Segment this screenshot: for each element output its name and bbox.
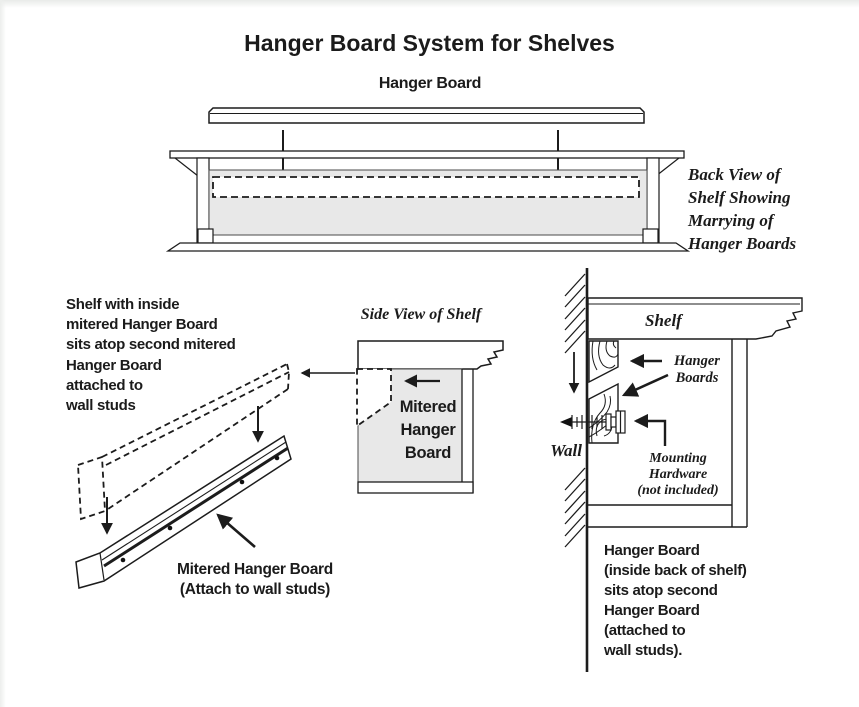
cleat-label-arrow: [216, 513, 256, 548]
hanger-boards-label: Hanger Boards: [674, 353, 720, 386]
hanger-board-label: Hanger Board: [378, 75, 482, 92]
bottom-right-note: Hanger Board (inside back of shelf) sits…: [604, 542, 747, 660]
cleat-caption: Mitered Hanger Board (Attach to wall stu…: [177, 561, 333, 598]
page-title: Hanger Board System for Shelves: [244, 30, 615, 56]
marrying-region-dashed: [212, 176, 640, 198]
page-edge-shadow-left: [0, 0, 6, 707]
side-view-drawing: [300, 340, 504, 494]
cleat-dashed-board: [77, 363, 290, 521]
back-view-caption: Back View of Shelf Showing Marrying of H…: [688, 165, 797, 253]
page-edge-shadow-top: [0, 0, 859, 8]
cleat-solid-board: [75, 434, 292, 589]
mounting-hardware-label: Mounting Hardware (not included): [637, 451, 719, 498]
shelf-label: Shelf: [645, 311, 682, 330]
cleat-3d-drawing: [75, 363, 292, 589]
wall-section-drawing: [560, 268, 803, 672]
left-note: Shelf with inside mitered Hanger Board s…: [66, 296, 236, 415]
upper-hanger-board: [588, 340, 619, 384]
mitered-board-dashed: [356, 368, 392, 428]
mounting-screw: [560, 410, 626, 434]
mitered-board-label: Mitered Hanger Board: [399, 398, 457, 462]
wall-label: Wall: [550, 441, 582, 460]
lower-hanger-board: [588, 382, 619, 444]
wall-hatching: [564, 273, 586, 548]
side-view-title: Side View of Shelf: [360, 306, 482, 323]
hardware-elbow-arrow: [633, 413, 667, 446]
back-view-drawing: [165, 107, 691, 252]
hanger-boards-arrow-lower: [621, 373, 669, 397]
hanger-board-shape: [208, 107, 645, 124]
